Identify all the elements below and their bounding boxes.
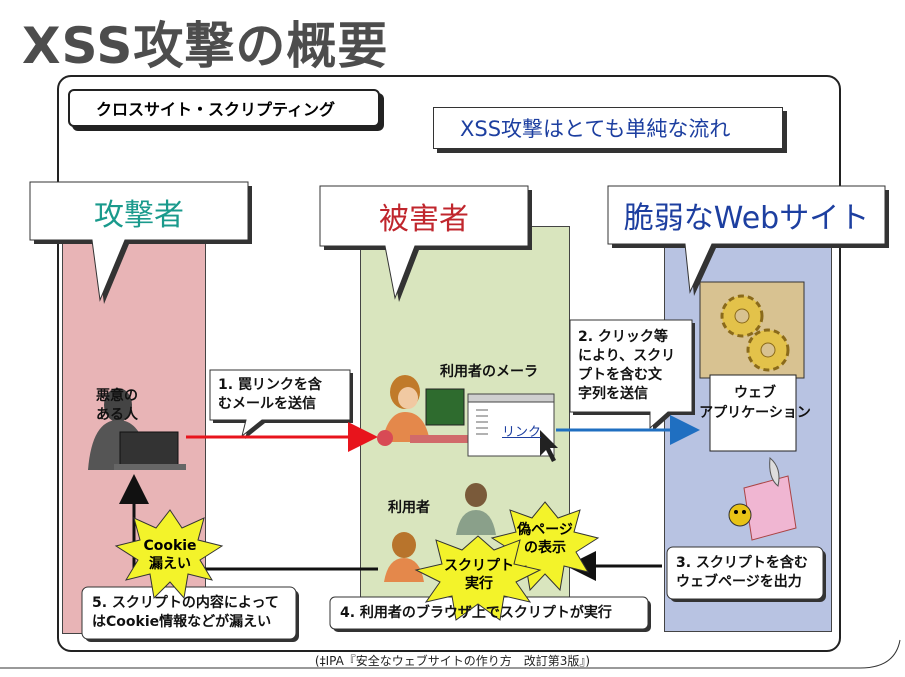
source-credit: (‡IPA『安全なウェブサイトの作り方 改訂第3版』) [314,654,591,668]
vulnerable-site-label: 脆弱なWebサイト [623,201,870,236]
slide-title: XSS攻撃の概要 [22,17,389,75]
malicious-page-illustration [728,457,797,541]
step2-bubble-shape [569,319,695,431]
step5-text: 5. スクリプトの内容によって はCookie情報などが漏えい [92,595,279,630]
script-exec-burst [414,535,542,621]
mailer-label: 利用者のメーラ [440,364,538,380]
victim-illustration [377,375,470,446]
footer-curve [0,639,901,669]
attacker-callout [29,181,252,304]
cookie-burst [114,509,224,600]
heading-box: クロスサイト・スクリプティング [68,89,380,127]
step4-text: 4. 利用者のブラウザ上でスクリプトが実行 [340,605,612,621]
user-illustration [384,483,496,582]
site-callout [607,185,889,296]
flow-note-box: XSS攻撃はとても単純な流れ [433,107,783,149]
step1-bubble-shape [209,369,353,439]
web-app-label: ウェブ アプリケーション [699,385,811,421]
cookie-leak-text: Cookie 漏えい [143,538,197,572]
mail-window [467,393,558,462]
malicious-person-label: 悪意の ある人 [96,388,138,423]
step5-bubble-shape [81,586,299,642]
step4-bubble-shape [329,596,651,632]
step3-text: 3. スクリプトを含む ウェブページを出力 [676,555,808,590]
attacker-label: 攻撃者 [94,198,184,233]
attacker-illustration [88,388,186,470]
victim-callout [319,185,532,302]
user-label: 利用者 [388,500,430,516]
web-app-illustration [699,281,805,452]
fake-page-text: 偽ページ の表示 [517,522,573,556]
victim-label: 被害者 [379,202,469,237]
link-text: リンク [502,425,542,440]
script-exec-text: スクリプト 実行 [444,558,514,592]
fake-page-burst [490,501,600,592]
step2-text: 2. クリック等 により、スクリ プトを含む文 字列を送信 [578,329,676,402]
step1-text: 1. 罠リンクを含 むメールを送信 [218,377,322,412]
step3-bubble-shape [666,546,826,602]
